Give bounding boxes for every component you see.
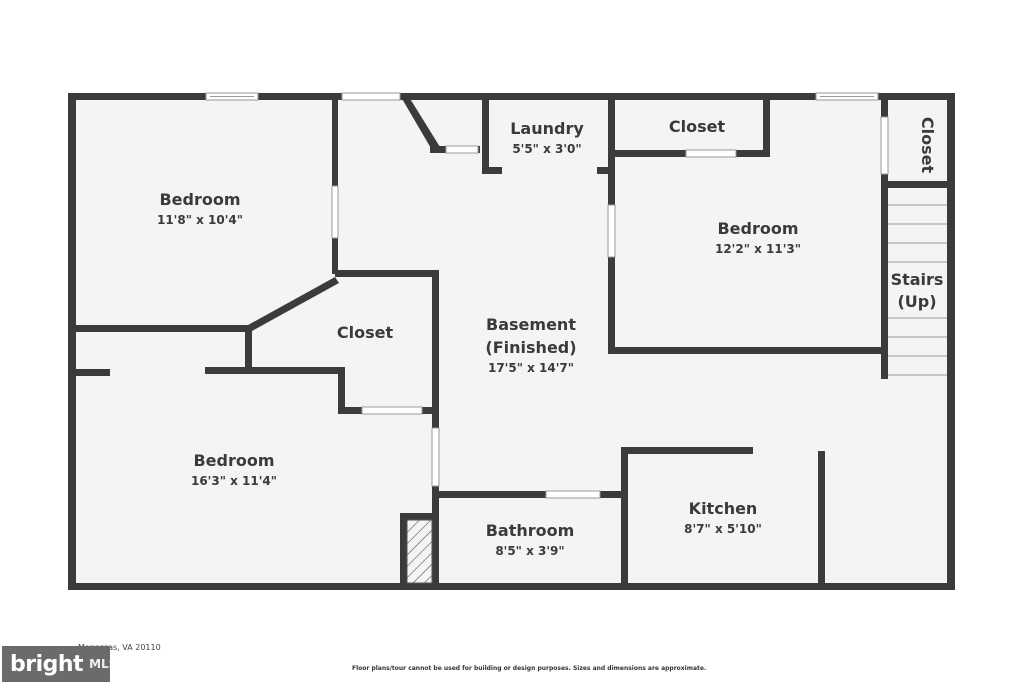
address-text: Manassas, VA 20110 bbox=[78, 643, 161, 652]
stairs-label-1: Stairs bbox=[891, 270, 944, 289]
stairs-treads bbox=[888, 188, 947, 378]
bedroom-1-name: Bedroom bbox=[159, 190, 240, 209]
laundry-name: Laundry bbox=[510, 119, 584, 138]
bedroom-2-dims: 12'2" x 11'3" bbox=[715, 242, 801, 256]
bedroom-3-name: Bedroom bbox=[193, 451, 274, 470]
bedroom-3-dims: 16'3" x 11'4" bbox=[191, 474, 277, 488]
stairs-label-2: (Up) bbox=[897, 292, 936, 311]
outer-walls bbox=[68, 93, 955, 590]
windows bbox=[205, 92, 889, 499]
bathroom-dims: 8'5" x 3'9" bbox=[495, 544, 564, 558]
laundry-dims: 5'5" x 3'0" bbox=[512, 142, 581, 156]
basement-name-1: Basement bbox=[486, 315, 576, 334]
floor-area bbox=[72, 97, 950, 586]
closet-mid-name: Closet bbox=[337, 323, 394, 342]
disclaimer-text: Floor plans/tour cannot be used for buil… bbox=[352, 665, 707, 672]
shaft-hatch bbox=[406, 519, 433, 584]
logo-word: bright bbox=[10, 651, 84, 677]
bright-mls-logo: bright MLS bbox=[2, 646, 117, 682]
basement-dims: 17'5" x 14'7" bbox=[488, 361, 574, 375]
closet-right-name: Closet bbox=[918, 117, 937, 174]
kitchen-dims: 8'7" x 5'10" bbox=[684, 522, 762, 536]
logo-mls: MLS bbox=[89, 657, 118, 671]
bedroom-2-name: Bedroom bbox=[717, 219, 798, 238]
closet-top-name: Closet bbox=[669, 117, 726, 136]
kitchen-name: Kitchen bbox=[689, 499, 758, 518]
basement-name-2: (Finished) bbox=[485, 338, 576, 357]
bedroom-1-dims: 11'8" x 10'4" bbox=[157, 213, 243, 227]
bathroom-name: Bathroom bbox=[486, 521, 575, 540]
